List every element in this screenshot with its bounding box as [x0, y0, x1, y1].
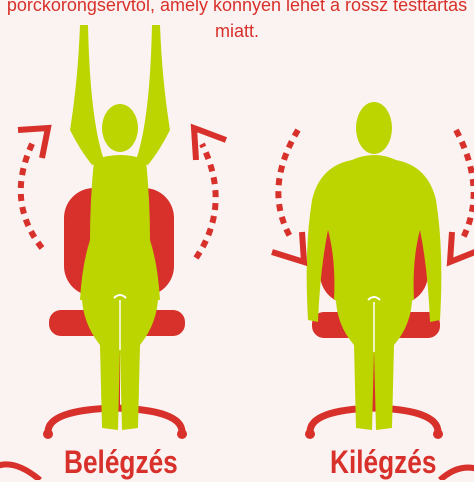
- caption-inhale: Belégzés: [64, 442, 178, 482]
- torso-inhale: [80, 155, 160, 300]
- arrow-head-left-inhale: [18, 128, 48, 158]
- arrow-arc-right-exhale: [456, 130, 474, 240]
- bottom-arc-left: [0, 464, 40, 480]
- arm-left-raised: [70, 25, 104, 165]
- head-exhale: [356, 102, 392, 154]
- head-inhale: [102, 104, 138, 152]
- arrow-arc-left-inhale: [21, 140, 42, 248]
- arrow-head-right-exhale: [450, 232, 474, 262]
- arrow-arc-right-inhale: [196, 144, 216, 258]
- panel-inhale: [18, 25, 226, 439]
- caption-exhale: Kilégzés: [330, 442, 436, 482]
- chair-wheel-right-1: [305, 429, 315, 439]
- arrow-arc-left-exhale: [278, 130, 298, 240]
- panel-exhale: [272, 102, 474, 439]
- chair-base-right: [310, 408, 438, 432]
- arrow-head-left-exhale: [272, 232, 304, 262]
- bottom-arc-right: [440, 468, 474, 480]
- chair-wheel-left-1: [43, 429, 53, 439]
- chair-wheel-right-2: [433, 429, 443, 439]
- arm-right-raised: [136, 25, 170, 165]
- chair-wheel-left-2: [177, 429, 187, 439]
